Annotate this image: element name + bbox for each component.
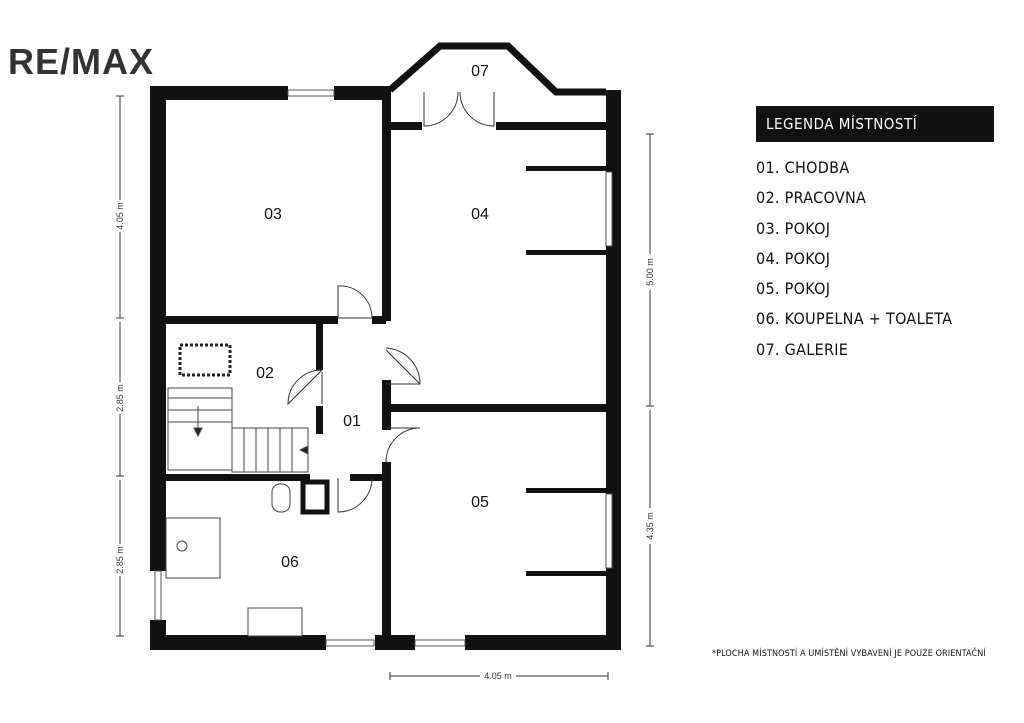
window-04 xyxy=(605,171,613,247)
legend-item: 03. POKOJ xyxy=(756,218,831,238)
wall-under-03-right xyxy=(372,316,386,324)
wall-left-outer xyxy=(150,86,166,571)
room-label-06: 06 xyxy=(281,554,299,571)
footnote: *PLOCHA MÍSTNOSTÍ A UMÍSTĚNÍ VYBAVENÍ JE… xyxy=(712,649,986,659)
legend-list: 01. CHODBA 02. PRACOVNA 03. POKOJ 04. PO… xyxy=(756,156,952,368)
window-06 xyxy=(325,639,375,647)
wall-center-upper xyxy=(382,86,391,321)
window-06-left xyxy=(154,570,162,621)
legend-item: 02. PRACOVNA xyxy=(756,188,867,208)
wall-under-03 xyxy=(158,316,338,324)
door-03 xyxy=(337,285,373,319)
dimension-left-middle: 2.85 m xyxy=(115,384,125,412)
room-label-07: 07 xyxy=(471,63,489,80)
door-04 xyxy=(385,347,421,385)
closet-05-top xyxy=(526,488,608,493)
doors xyxy=(287,91,495,513)
wall-04-05 xyxy=(386,404,608,412)
room-label-04: 04 xyxy=(471,206,489,223)
door-06 xyxy=(337,477,373,513)
dimension-right-top: 5.00 m xyxy=(645,258,655,286)
door-05 xyxy=(385,427,421,463)
window-05-bottom xyxy=(414,639,466,647)
bathtub-icon xyxy=(247,607,303,637)
sink-icon xyxy=(176,540,188,552)
windows xyxy=(154,89,613,647)
wall-above-06-right xyxy=(350,474,386,481)
rug-02 xyxy=(178,343,232,377)
wall-bottom-right xyxy=(465,635,621,650)
legend-item: 07. GALERIE xyxy=(756,339,849,359)
chimney xyxy=(300,479,330,515)
wall-above-06 xyxy=(158,474,310,481)
remax-logo: RE/MAX xyxy=(8,41,154,80)
legend-item: 04. POKOJ xyxy=(756,248,831,268)
wall-top-middle xyxy=(334,86,390,100)
stairs-lower xyxy=(231,427,309,473)
bathroom-fixtures xyxy=(165,483,303,637)
wall-gallery-right xyxy=(496,122,611,130)
room-label-03: 03 xyxy=(264,206,282,223)
window-03 xyxy=(287,89,335,97)
closet-04-bottom xyxy=(526,250,608,255)
closet-04-top xyxy=(526,166,608,171)
walls xyxy=(150,86,621,650)
closet-05-bottom xyxy=(526,571,608,576)
dimension-left-top: 4.05 m xyxy=(115,202,125,230)
dimension-bottom: 4.05 m xyxy=(484,671,512,681)
wall-top-left xyxy=(150,86,288,100)
wall-gallery-left xyxy=(388,122,422,130)
toilet-icon xyxy=(271,483,291,513)
room-label-01: 01 xyxy=(343,413,361,430)
dimension-left-bottom: 2.85 m xyxy=(115,546,125,574)
legend-item: 06. KOUPELNA + TOALETA xyxy=(756,309,953,329)
room-label-02: 02 xyxy=(256,365,274,382)
shower xyxy=(165,517,221,579)
wall-02-right-lower xyxy=(316,406,323,434)
wall-bottom-left xyxy=(150,635,326,650)
staircase xyxy=(167,387,309,473)
window-05 xyxy=(605,493,613,569)
gallery-bay-wall xyxy=(387,42,606,96)
room-label-05: 05 xyxy=(471,494,489,511)
wall-02-right-upper xyxy=(316,320,323,370)
legend-item: 01. CHODBA xyxy=(756,158,850,177)
wall-center-lower xyxy=(382,462,391,650)
door-07 xyxy=(423,91,495,127)
door-02 xyxy=(287,369,323,406)
legend-title: LEGENDA MÍSTNOSTÍ xyxy=(756,106,994,142)
wall-bottom-middle xyxy=(375,635,415,650)
remax-logo-text: RE/MAX xyxy=(8,41,154,80)
legend-item: 05. POKOJ xyxy=(756,279,831,299)
dimension-right-bottom: 4.35 m xyxy=(645,512,655,540)
